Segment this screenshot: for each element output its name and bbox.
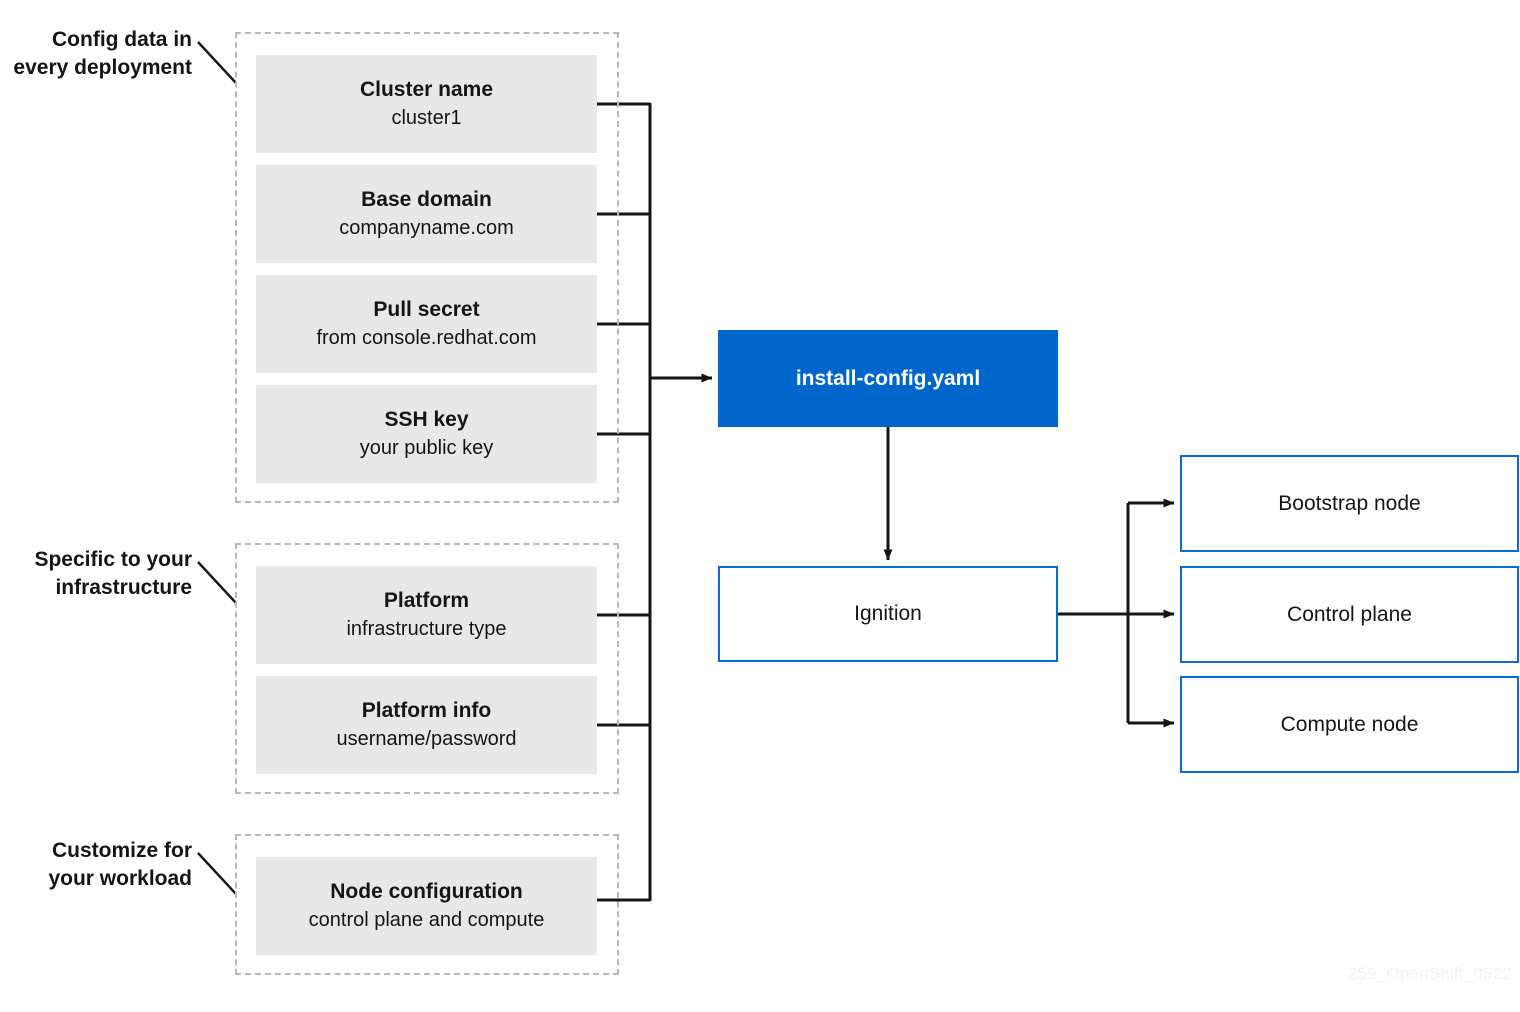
config-card-title: Base domain [361, 187, 492, 211]
config-card-title: Platform info [361, 698, 492, 722]
config-card-ssh-key[interactable]: SSH key your public key [256, 385, 597, 483]
group-box-infrastructure [235, 543, 619, 794]
node-ignition-label: Ignition [854, 602, 922, 625]
config-card-platform[interactable]: Platform infrastructure type [256, 566, 597, 664]
config-card-subtitle: companyname.com [339, 217, 514, 240]
config-card-subtitle: your public key [359, 437, 494, 460]
watermark: 259_OpenShift_0522 [1347, 964, 1512, 983]
config-card-platform-info[interactable]: Platform info username/password [256, 676, 597, 774]
node-compute-node-label: Compute node [1280, 712, 1419, 736]
config-card-subtitle: cluster1 [391, 107, 462, 130]
config-card-node-configuration[interactable]: Node configuration control plane and com… [256, 857, 597, 955]
config-card-cluster-name[interactable]: Cluster name cluster1 [256, 55, 597, 153]
config-card-title: Cluster name [359, 77, 494, 101]
node-compute-node[interactable]: Compute node [1180, 676, 1519, 773]
node-install-config-yaml[interactable]: install-config.yaml [718, 330, 1058, 427]
node-ignition[interactable]: Ignition [718, 566, 1058, 662]
node-control-plane-label: Control plane [1287, 602, 1412, 626]
group-box-every-deployment [235, 32, 619, 503]
leader-line-infrastructure [197, 561, 237, 604]
config-card-subtitle: from console.redhat.com [316, 327, 537, 350]
config-card-subtitle: username/password [336, 728, 517, 751]
node-bootstrap-node-label: Bootstrap node [1278, 491, 1421, 515]
section-label-workload: Customize for your workload [48, 839, 192, 890]
node-install-config-yaml-label: install-config.yaml [795, 366, 981, 390]
leader-line-workload [197, 852, 237, 895]
node-bootstrap-node[interactable]: Bootstrap node [1180, 455, 1519, 552]
config-card-title: Node configuration [330, 879, 523, 903]
config-card-subtitle: control plane and compute [308, 909, 545, 932]
leader-line-every-deployment [197, 41, 237, 84]
config-card-base-domain[interactable]: Base domain companyname.com [256, 165, 597, 263]
config-card-title: Platform [383, 588, 470, 612]
config-card-pull-secret[interactable]: Pull secret from console.redhat.com [256, 275, 597, 373]
section-label-every-deployment: Config data in every deployment [13, 28, 192, 79]
section-label-infrastructure: Specific to your infrastructure [34, 548, 192, 599]
config-card-title: Pull secret [373, 297, 480, 321]
config-card-subtitle: infrastructure type [346, 618, 507, 641]
config-card-title: SSH key [384, 407, 469, 431]
node-control-plane[interactable]: Control plane [1180, 566, 1519, 663]
group-box-workload [235, 834, 619, 975]
